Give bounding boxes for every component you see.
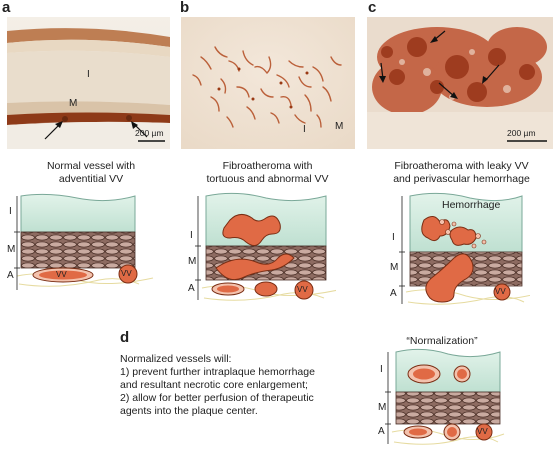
diagram-a-adventitia-label: A xyxy=(7,270,14,281)
photo-a-scale-bar-label: 200 µm xyxy=(135,128,164,138)
photo-a-media-label: M xyxy=(69,98,78,109)
diagram-c-adventitia-label: A xyxy=(390,288,397,299)
diagram-a-vv-label-1: VV xyxy=(56,270,67,279)
diagram-d-adventitia-label: A xyxy=(378,426,385,437)
micrograph-c: 200 µm xyxy=(367,17,553,149)
diagram-c-leaky-vessel: Hemorrhage I M A VV xyxy=(390,192,537,312)
diagram-c-hemorrhage-label: Hemorrhage xyxy=(442,199,501,211)
diagram-d-normalized-vessel: I M A VV xyxy=(378,348,508,448)
photo-c-scale-bar-label: 200 µm xyxy=(507,128,536,138)
micrograph-b: I M xyxy=(181,17,355,149)
photo-b-media-label: M xyxy=(335,121,344,132)
diagram-c-intima-label: I xyxy=(392,232,395,243)
diagram-d-media-label: M xyxy=(378,402,387,413)
diagram-b-vv-label: VV xyxy=(297,285,308,294)
diagram-a-normal-vessel: I M A VV VV xyxy=(7,192,157,297)
panel-b-letter: b xyxy=(180,0,190,16)
normalization-text: Normalized vessels will: 1) prevent furt… xyxy=(120,353,315,417)
panel-d-letter: d xyxy=(120,329,130,346)
diagram-a-vv-label-2: VV xyxy=(121,269,132,278)
diagram-d-vv-label: VV xyxy=(477,427,488,436)
diagram-b-tortuous-vessel: I M A VV xyxy=(186,192,339,312)
diagram-b-intima-label: I xyxy=(190,230,193,241)
photo-b-intima-label: I xyxy=(303,124,306,135)
diagram-c-media-label: M xyxy=(390,262,399,273)
normalization-title: “Normalization” xyxy=(406,335,478,347)
micrograph-a: I M 200 µm xyxy=(7,17,170,149)
photo-a-intima-label: I xyxy=(87,69,90,80)
diagram-b-adventitia-label: A xyxy=(188,283,195,294)
diagram-a-intima-label: I xyxy=(9,206,12,217)
diagram-d-intima-label: I xyxy=(380,364,383,375)
panel-c-letter: c xyxy=(368,0,377,16)
diagram-c-vv-label: VV xyxy=(495,287,506,296)
panel-a-letter: a xyxy=(2,0,11,16)
diagram-b-media-label: M xyxy=(188,256,197,267)
diagram-a-media-label: M xyxy=(7,244,16,255)
